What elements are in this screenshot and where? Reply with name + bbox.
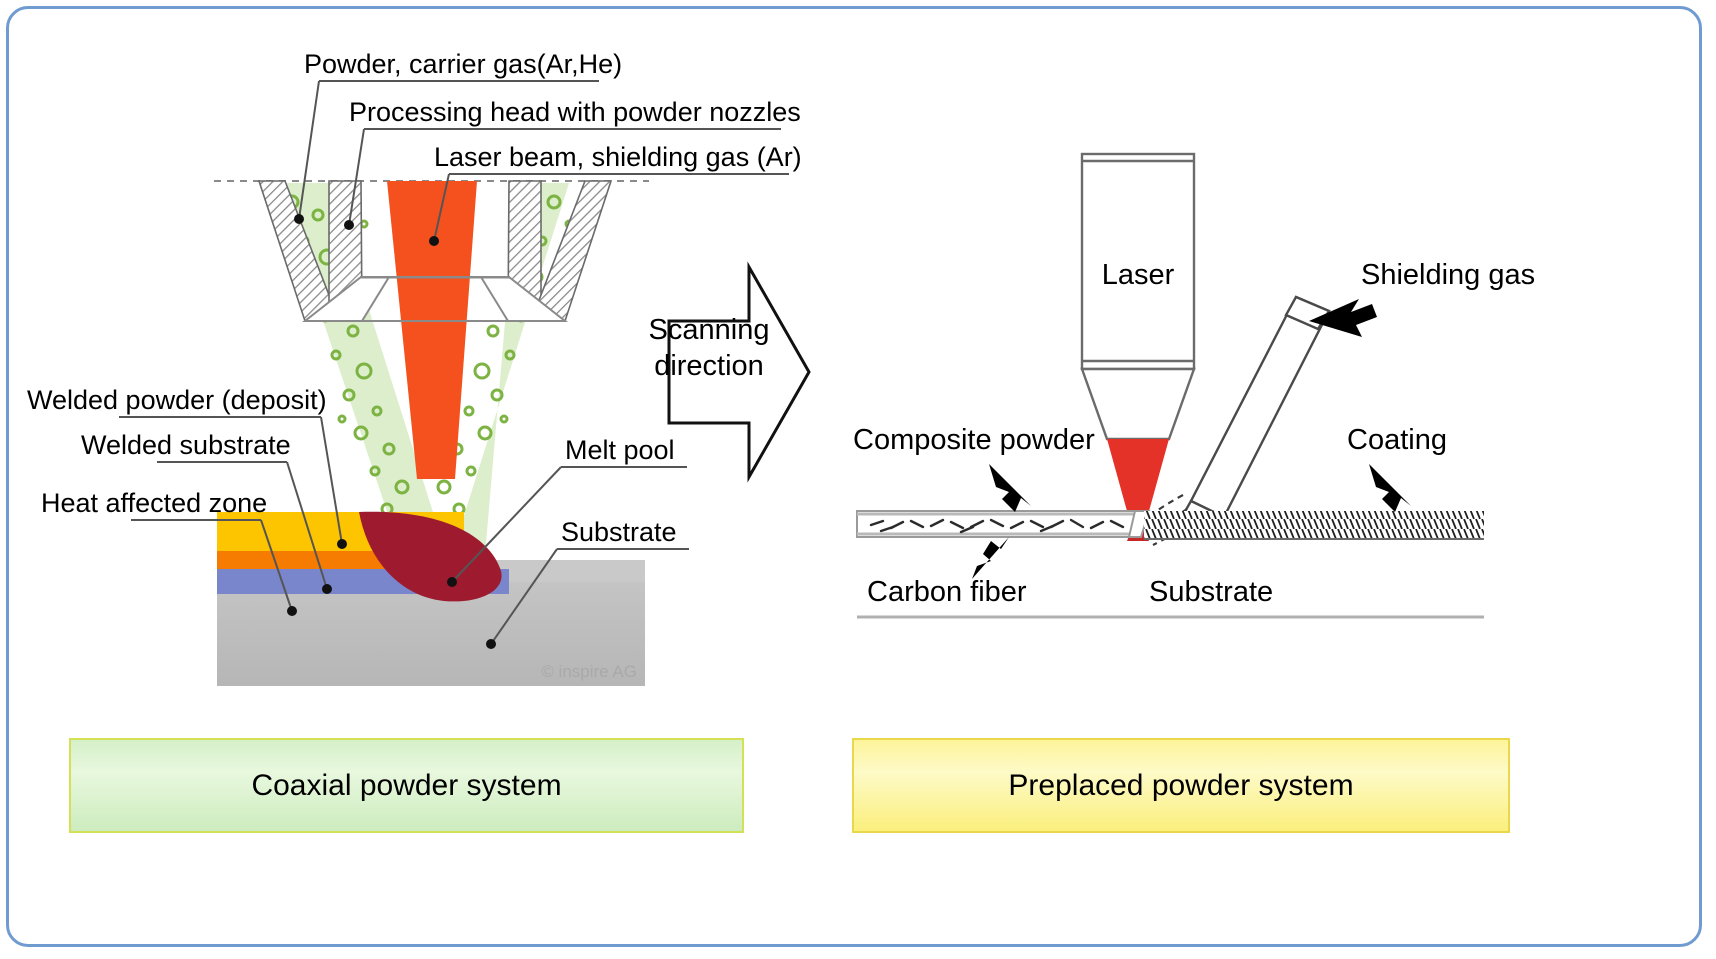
scanning-direction-arrow [667, 261, 811, 483]
label-melt-pool: Melt pool [565, 435, 675, 465]
carbon-fiber-arrow [972, 537, 1009, 579]
figure-frame: Scanning direction [6, 6, 1702, 947]
coating-strip [1144, 511, 1484, 539]
label-welded-substrate: Welded substrate [81, 430, 291, 460]
label-heat-affected-zone: Heat affected zone [41, 488, 267, 518]
coaxial-caption-text: Coaxial powder system [251, 768, 562, 802]
coating-arrow [1369, 464, 1411, 512]
nozzle-tip-plates [302, 276, 568, 322]
watermark: © inspire AG [541, 662, 637, 681]
shielding-gas-nozzle [1177, 295, 1331, 538]
shielding-gas-arrow [1309, 299, 1377, 337]
laser-beam [387, 181, 477, 479]
preplaced-diagram: Laser Shielding gas [853, 152, 1535, 619]
coaxial-caption-box: Coaxial powder system [69, 738, 744, 833]
label-powder-carrier-gas: Powder, carrier gas(Ar,He) [304, 49, 622, 79]
label-coating: Coating [1347, 424, 1447, 456]
substrate-block [217, 582, 645, 686]
leader-dots [287, 214, 496, 649]
scanning-direction-line1: Scanning [649, 314, 770, 346]
scanning-direction-line2: direction [654, 350, 764, 382]
coaxial-powder-system-panel: Scanning direction [9, 9, 839, 950]
preplaced-caption-text: Preplaced powder system [1008, 768, 1354, 802]
composite-powder-arrow [989, 464, 1031, 512]
label-substrate-right: Substrate [1149, 576, 1273, 608]
label-composite-powder: Composite powder [853, 424, 1095, 456]
label-laser: Laser [1102, 259, 1175, 291]
label-shielding-gas: Shielding gas [1361, 259, 1535, 291]
label-processing-head: Processing head with powder nozzles [349, 97, 801, 127]
preplaced-caption-box: Preplaced powder system [852, 738, 1510, 833]
leader-lines [119, 80, 789, 645]
preplaced-powder-system-panel: Laser Shielding gas [839, 9, 1699, 950]
laser-red-beam [1107, 439, 1169, 529]
composite-powder-strip [856, 510, 1151, 538]
label-carbon-fiber: Carbon fiber [867, 576, 1027, 608]
melt-pool-shape [359, 511, 502, 602]
label-substrate-left: Substrate [561, 517, 677, 547]
label-laser-beam: Laser beam, shielding gas (Ar) [434, 142, 802, 172]
laser-head [1080, 152, 1196, 441]
label-welded-powder: Welded powder (deposit) [27, 385, 327, 415]
coaxial-diagram: Scanning direction [27, 49, 811, 686]
